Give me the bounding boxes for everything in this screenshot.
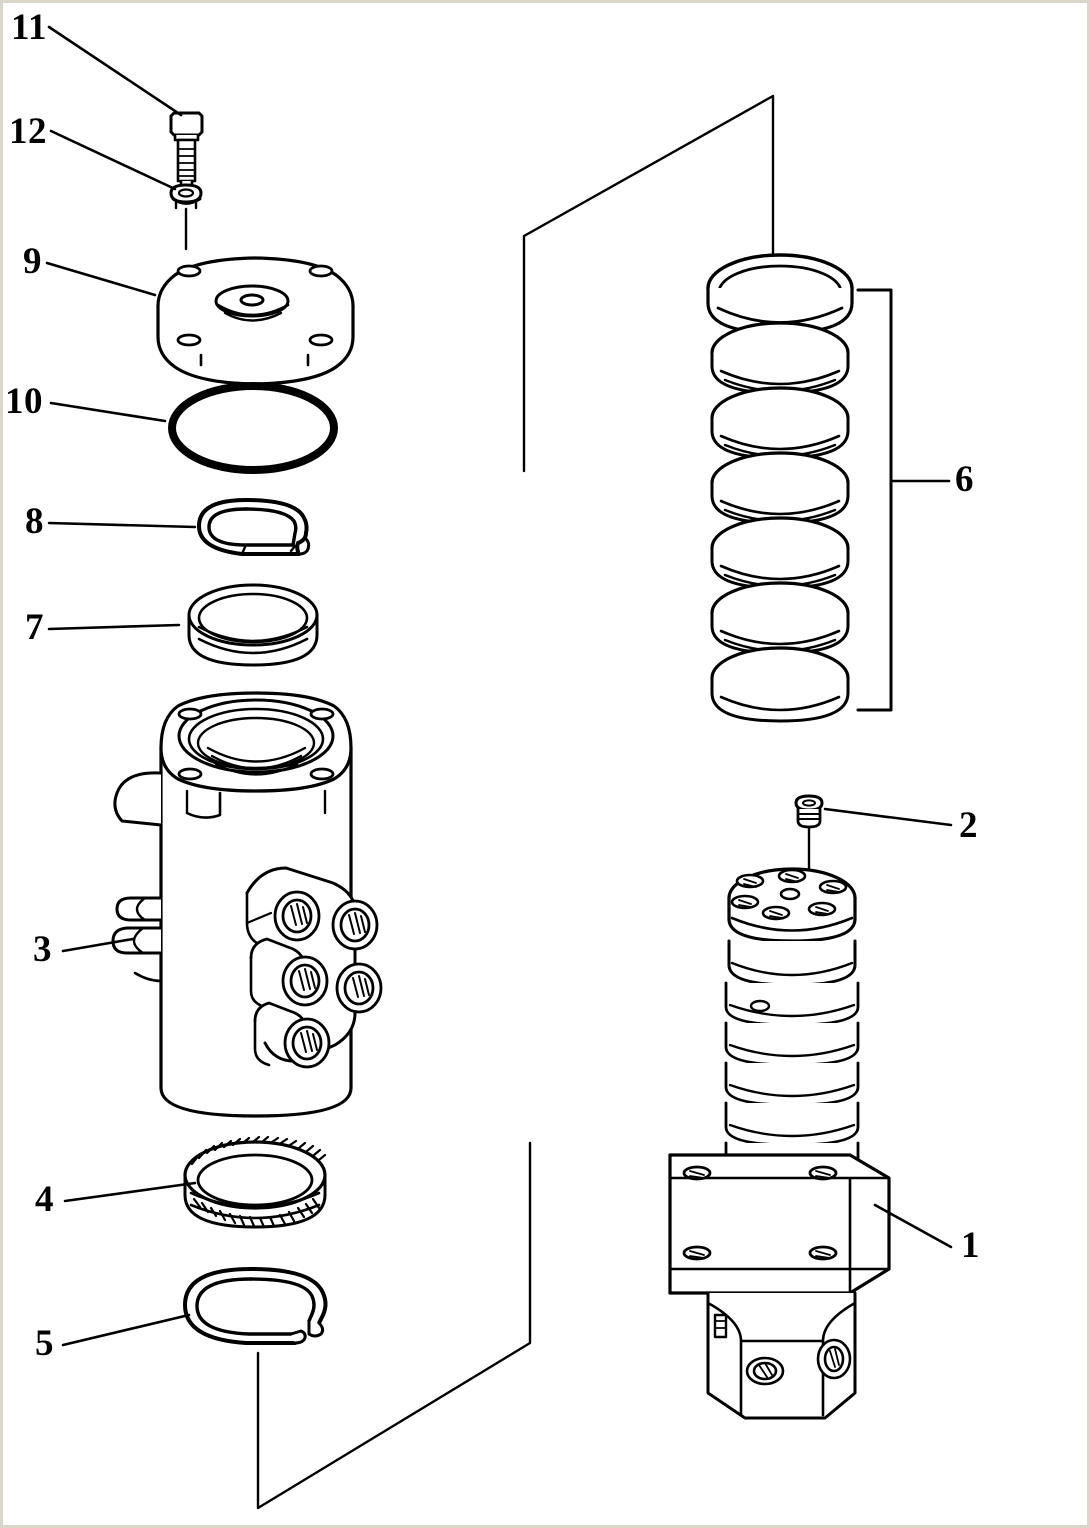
- callout-label-5: 5: [35, 1323, 54, 1364]
- callout-label-11: 11: [11, 7, 47, 48]
- part-5-retaining-snap-ring: [183, 1267, 328, 1345]
- part-9-cover-plate: [156, 256, 355, 386]
- part-11-hex-head-bolt: [169, 111, 204, 189]
- part-6-seal-ring-kit: [706, 253, 893, 723]
- leader-4: [63, 1181, 197, 1203]
- part-4-thrust-ring: [183, 1135, 327, 1229]
- callout-label-4: 4: [35, 1179, 54, 1220]
- part-12-lock-washer: [169, 183, 203, 251]
- callout-label-3: 3: [33, 929, 52, 970]
- part-3-swivel-joint-body: [111, 691, 383, 1118]
- leader-3: [61, 937, 135, 953]
- leader-10: [49, 401, 167, 423]
- callout-label-8: 8: [25, 501, 44, 542]
- callout-label-2: 2: [959, 805, 978, 846]
- callout-label-7: 7: [25, 607, 44, 648]
- diagram-canvas: [45, 25, 953, 1510]
- leader-7: [47, 623, 181, 631]
- callout-label-12: 12: [9, 111, 47, 152]
- leader-5: [61, 1313, 191, 1347]
- leader-8: [47, 521, 197, 529]
- leader-lines: [45, 25, 953, 1347]
- callout-label-10: 10: [5, 381, 43, 422]
- callout-label-6: 6: [955, 459, 974, 500]
- part-1-rotor-shaft: [668, 867, 891, 1420]
- part-10-o-ring: [168, 382, 338, 474]
- callout-label-1: 1: [961, 1225, 980, 1266]
- callout-label-9: 9: [23, 241, 42, 282]
- part-7-seal-ring: [187, 583, 319, 667]
- leader-12: [49, 129, 177, 191]
- assembly-reference-line-upper: [522, 94, 775, 473]
- leader-2: [823, 807, 953, 827]
- assembly-reference-line-lower: [256, 1141, 532, 1510]
- leader-1: [873, 1203, 953, 1249]
- leader-9: [45, 261, 157, 297]
- part-8-snap-ring: [197, 498, 311, 556]
- leader-11: [47, 25, 183, 117]
